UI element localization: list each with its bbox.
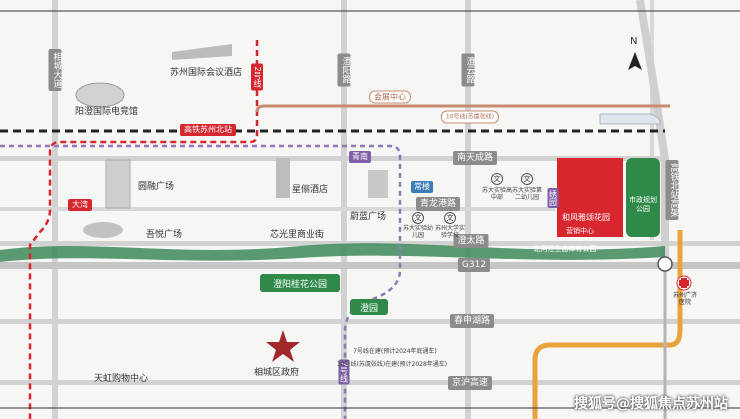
poi-xindongli: 芯光里商业街	[270, 230, 325, 240]
metro-station-gaotie: 高铁苏州北站	[180, 124, 236, 136]
poi-district-gov: 相城区政府	[254, 368, 300, 378]
school-icon: 文	[412, 212, 424, 224]
metro-station-huizhan: 会展中心	[369, 90, 411, 104]
park-guihua: 澄阳桂花公园	[260, 274, 340, 292]
poi-esports-hall: 阳澄国际电竞馆	[75, 107, 139, 117]
metro-station-dawan: 大湾	[68, 199, 92, 211]
poi-conference-hotel: 苏州国际会议酒店	[170, 68, 243, 78]
poi-wuyue: 吾悦广场	[146, 230, 183, 240]
metro-station-xiuyu: 绣园	[547, 188, 559, 208]
metro-station-changlou: 常楼	[411, 181, 433, 193]
road-label-jinghu: 京沪高速	[447, 376, 493, 390]
metro-line7-note: 7号线在建(预计2024年底通车)	[353, 348, 437, 355]
project-sales-center: 营销中心	[566, 227, 594, 235]
road-label-chunshenhu: 春申湖路	[449, 314, 495, 328]
poi-school4: 苏州大学实验学校	[435, 225, 466, 239]
project-name: 和风雅颂花园	[562, 213, 610, 222]
poi-school3: 苏大实验幼儿园	[403, 225, 434, 239]
road-label-xiangcheng: 相城大道	[48, 49, 62, 91]
road-label-gaotie: 高铁北站高架	[665, 160, 679, 220]
road-label-chengyun: 澄云路	[461, 53, 475, 87]
poi-hospital: 苏州广济医院	[672, 292, 697, 306]
school-icon: 文	[521, 173, 533, 185]
poi-yuanrong: 圆融广场	[138, 182, 175, 192]
school-icon: 文	[491, 173, 503, 185]
park-sports: 北河泾生态体育公园	[533, 245, 597, 253]
metro-station-chengyuan: 澄园	[350, 299, 388, 315]
poi-tianhong: 天虹购物中心	[94, 374, 149, 384]
poi-school1: 苏大实验高中部	[482, 187, 513, 201]
road-label-chengyang: 澄阳路	[337, 53, 351, 87]
compass-north: N	[630, 36, 638, 47]
road-label-chengtai: 澄太路	[453, 234, 489, 248]
metro-line7-label: 7号线	[338, 359, 350, 385]
road-label-g312: G312	[457, 258, 491, 272]
metro-line10-label: 10号线(苏虞张线)	[440, 110, 500, 124]
park-zhengzheng: 市政规划公园	[629, 196, 657, 213]
poi-xingli: 星俪酒店	[292, 185, 329, 195]
metro-line10-note: 10号线(苏虞张线)在建(预计2028年通车)	[336, 361, 448, 368]
watermark: 搜狐号@搜狐焦点苏州站	[574, 396, 728, 412]
poi-school2: 苏大实验第二幼儿园	[511, 187, 542, 201]
road-label-qinglonggang: 青龙港路	[415, 197, 461, 211]
metro-line2-label: 2号线	[251, 63, 263, 91]
road-label-nantiancheng: 南天成路	[452, 151, 498, 165]
poi-weilan: 蔚蓝广场	[350, 212, 387, 222]
school-icon: 文	[444, 212, 456, 224]
metro-station-qingnan: 青南	[349, 151, 371, 163]
